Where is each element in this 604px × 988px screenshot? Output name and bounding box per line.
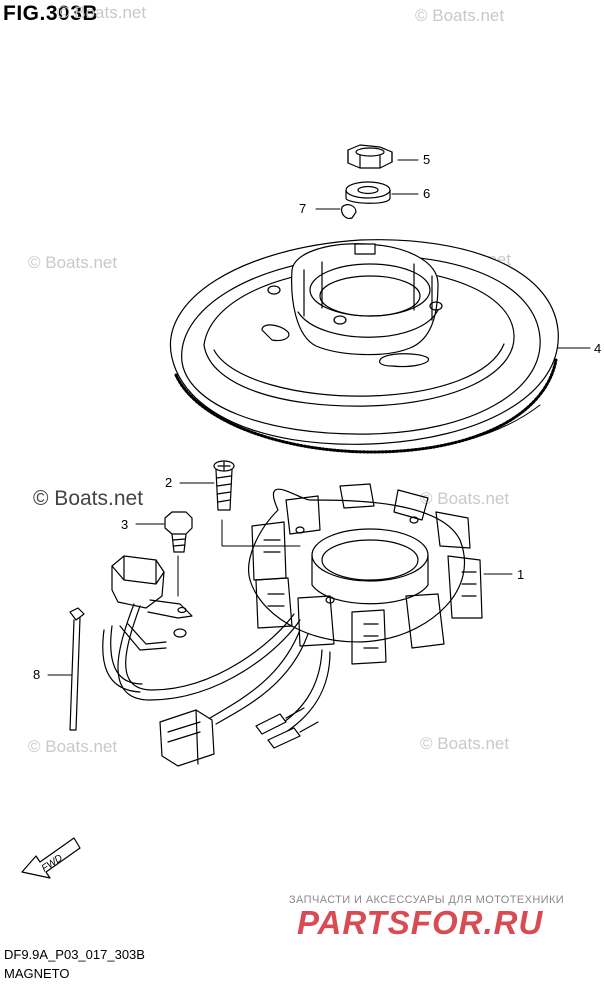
callout-6: 6 [423,186,430,201]
callout-leaders [47,159,591,676]
figure-code: DF9.9A_P03_017_303B [4,947,145,962]
pulser-coil [111,555,193,638]
bolt [164,511,193,553]
callout-5: 5 [423,152,430,167]
stator [248,483,483,665]
watermark-center-right: © Boats.net [420,489,510,508]
woodruff-key [341,204,357,219]
flywheel [169,239,559,454]
callout-7: 7 [299,201,306,216]
watermark-top-right: © Boats.net [415,6,505,25]
cable-tie [69,607,85,731]
watermark-bottom-right: © Boats.net [420,734,510,753]
callout-4: 4 [594,341,601,356]
callout-numbers: 5 6 7 4 2 3 1 8 [33,152,601,682]
screw [213,460,235,511]
figure-title: FIG.303B [3,2,99,25]
figure-name: MAGNETO [4,966,70,981]
callout-3: 3 [121,517,128,532]
watermark-bottom-left: © Boats.net [28,737,118,756]
callout-8: 8 [33,667,40,682]
watermark-mid-left: © Boats.net [28,253,118,272]
callout-1: 1 [517,567,524,582]
watermark-center-left: © Boats.net [33,487,144,510]
watermark-top-left: © Boats.net [57,3,147,22]
wire-harness [102,603,331,767]
washer [345,181,391,204]
shop-logo: PARTSFOR.RU [297,904,544,941]
forward-direction-arrow: FWD [21,837,81,879]
shop-tagline: ЗАПЧАСТИ И АКСЕССУАРЫ ДЛЯ МОТОТЕХНИКИ [289,894,565,906]
callout-2: 2 [165,475,172,490]
nut [347,144,393,169]
